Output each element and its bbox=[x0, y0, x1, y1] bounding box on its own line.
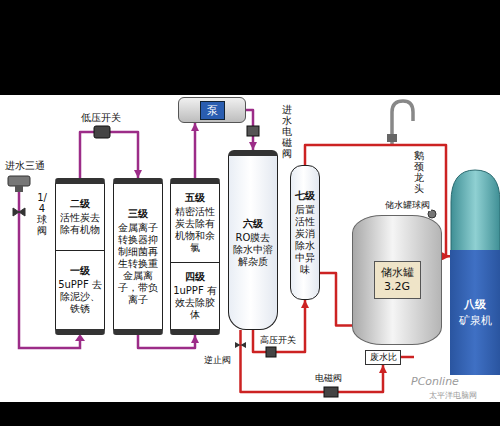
stage-heading: 三级 bbox=[128, 208, 148, 220]
node-body: 八级矿泉机 bbox=[450, 250, 500, 375]
tee-fitting bbox=[8, 176, 30, 186]
ro-membrane: 六级 RO膜去除水中溶解杂质 bbox=[228, 150, 278, 330]
low-pressure-switch bbox=[94, 126, 110, 138]
valve-label: 储水罐球阀 bbox=[384, 199, 431, 211]
filter-cartridge: 二级活性炭去除有机物一级 5uPPF 去除泥沙、铁锈 bbox=[55, 178, 105, 335]
mineral-dispenser: 八级矿泉机 bbox=[450, 250, 500, 375]
node-text: 3.2G bbox=[381, 280, 414, 294]
node-body: 二级活性炭去除有机物 bbox=[56, 184, 104, 250]
node-body: 六级 RO膜去除水中溶解杂质 bbox=[229, 156, 277, 329]
tank-label-plate: 储水罐3.2G bbox=[374, 261, 421, 299]
waste-ratio-box: 废水比 bbox=[365, 350, 401, 365]
check-valve bbox=[235, 342, 246, 348]
valve-label: 逆止阀 bbox=[203, 354, 232, 366]
node-body: 泵 bbox=[200, 98, 225, 122]
node-body: 废水比 bbox=[366, 351, 400, 364]
tee-stem bbox=[15, 186, 23, 192]
top-band bbox=[0, 0, 500, 95]
valve-label: 进水电磁阀 bbox=[281, 104, 293, 159]
switch-label: 低压开关 bbox=[80, 112, 122, 124]
stage-heading: 五级 bbox=[185, 192, 205, 204]
booster-pump: 泵 bbox=[178, 97, 246, 123]
drain-pipe bbox=[401, 356, 414, 359]
valve-label: 电磁阀 bbox=[314, 372, 343, 384]
node-text: 5uPPF 去除泥沙、铁锈 bbox=[58, 279, 102, 315]
dispenser-dome bbox=[451, 170, 500, 252]
water-pipe bbox=[80, 132, 138, 178]
water-pipe bbox=[194, 123, 197, 178]
waste-solenoid bbox=[324, 387, 338, 397]
node-text: 活性炭去除有机物 bbox=[58, 212, 102, 236]
valve-label: 1/4球阀 bbox=[36, 192, 48, 236]
filter-cartridge: 三级金属离子转换器抑制细菌再生转换重金属离子，带负离子 bbox=[113, 178, 163, 335]
node-body: 储水罐3.2G bbox=[353, 216, 441, 344]
bottom-band bbox=[0, 402, 500, 426]
water-pipe bbox=[138, 335, 195, 348]
filter-cartridge: 五级精密活性炭去除有机物和余氯四级 1uPPF 有效去除胶体 bbox=[170, 178, 220, 335]
watermark: PConline bbox=[410, 376, 460, 388]
stage-heading: 七级 bbox=[295, 190, 315, 202]
high-pressure-switch bbox=[266, 347, 276, 357]
inlet-solenoid bbox=[247, 126, 259, 136]
faucet-base bbox=[387, 134, 397, 142]
switch-label: 高压开关 bbox=[259, 334, 297, 346]
node-text: 金属离子转换器抑制细菌再生转换重金属离子，带负离子 bbox=[116, 222, 160, 306]
storage-tank: 储水罐3.2G bbox=[352, 215, 442, 345]
node-body: 四级 1uPPF 有效去除胶体 bbox=[171, 262, 219, 329]
faucet-label: 鹅颈龙头 bbox=[413, 150, 425, 194]
node-body: 五级精密活性炭去除有机物和余氯 bbox=[171, 184, 219, 262]
node-text: 泵 bbox=[200, 101, 225, 120]
inlet-arrow bbox=[75, 334, 85, 341]
node-body: 一级 5uPPF 去除泥沙、铁锈 bbox=[56, 250, 104, 329]
stage-heading: 八级 bbox=[464, 298, 486, 312]
node-text: RO膜去除水中溶解杂质 bbox=[231, 232, 275, 268]
fitting-label: 进水三通 bbox=[4, 160, 46, 172]
node-text: 废水比 bbox=[370, 352, 397, 363]
stage-heading: 二级 bbox=[70, 198, 90, 210]
node-body: 七级后置活性炭消除水中异味 bbox=[291, 166, 319, 299]
node-text: 储水罐 bbox=[381, 266, 414, 280]
tank-ball-valve bbox=[428, 210, 436, 218]
node-body: 三级金属离子转换器抑制细菌再生转换重金属离子，带负离子 bbox=[114, 184, 162, 329]
stage-heading: 六级 bbox=[243, 218, 263, 230]
watermark: 太平洋电脑网 bbox=[428, 390, 478, 402]
node-text: 矿泉机 bbox=[459, 314, 492, 328]
node-text: 后置活性炭消除水中异味 bbox=[293, 204, 317, 276]
node-text: 1uPPF 有效去除胶体 bbox=[173, 285, 217, 321]
water-pipe bbox=[320, 273, 352, 326]
stage-heading: 一级 bbox=[70, 265, 90, 277]
node-text: 精密活性炭去除有机物和余氯 bbox=[173, 206, 217, 254]
ball-valve bbox=[13, 208, 25, 216]
post-carbon-filter: 七级后置活性炭消除水中异味 bbox=[290, 165, 320, 300]
stage-heading: 四级 bbox=[185, 271, 205, 283]
